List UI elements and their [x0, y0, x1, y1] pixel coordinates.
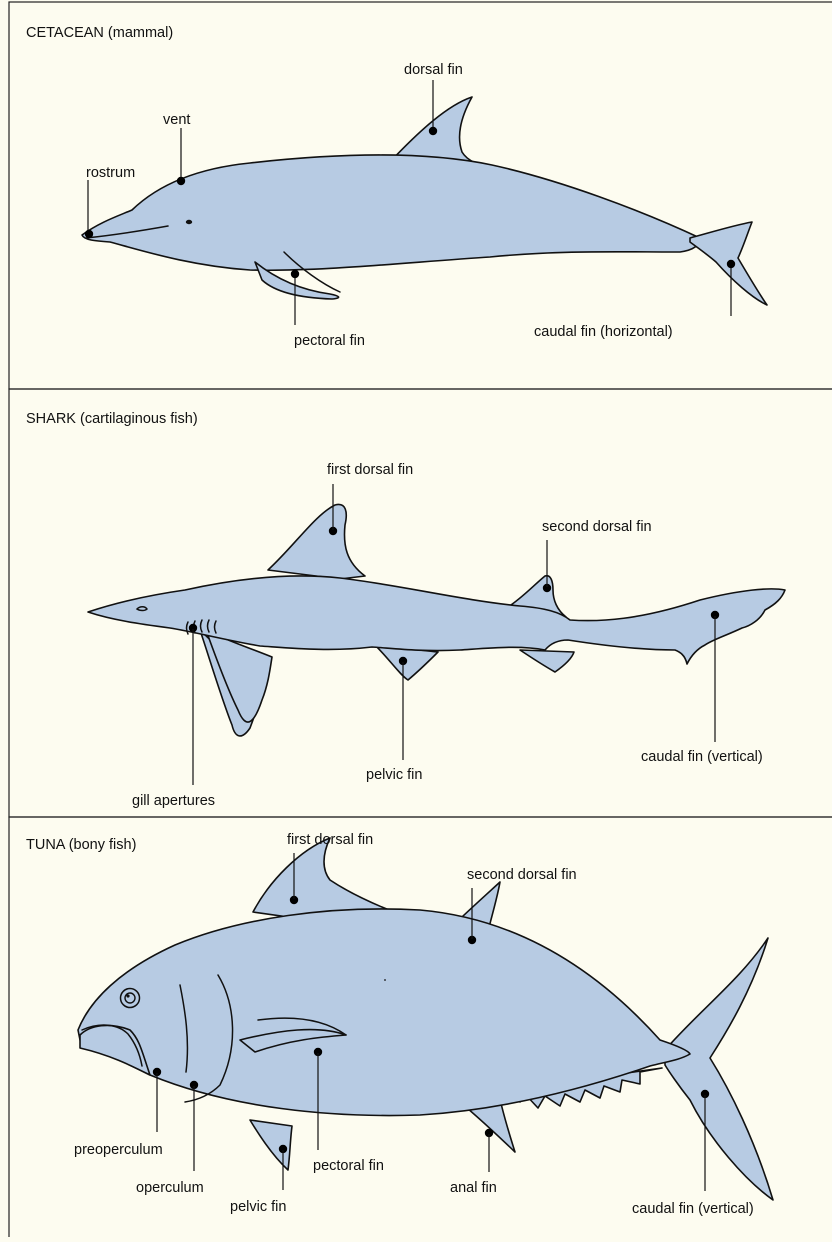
label-gill-apertures: gill apertures [132, 793, 215, 809]
rostrum-marker [85, 230, 93, 238]
label-shark-pelvic-fin: pelvic fin [366, 767, 422, 783]
label-shark-second-dorsal-fin: second dorsal fin [542, 519, 652, 535]
tuna-title: TUNA (bony fish) [26, 837, 136, 853]
vent-marker [177, 177, 185, 185]
label-shark-caudal-fin: caudal fin (vertical) [641, 749, 763, 765]
label-tuna-pectoral-fin: pectoral fin [313, 1158, 384, 1174]
label-tuna-anal-fin: anal fin [450, 1180, 497, 1196]
label-tuna-second-dorsal-fin: second dorsal fin [467, 867, 577, 883]
dolphin-eye [186, 220, 192, 224]
tuna-illustration [78, 838, 773, 1200]
label-rostrum: rostrum [86, 165, 135, 181]
label-shark-first-dorsal-fin: first dorsal fin [327, 462, 413, 478]
dorsal-fin-marker [429, 127, 437, 135]
label-operculum: operculum [136, 1180, 204, 1196]
dolphin-illustration [82, 97, 767, 305]
label-tuna-caudal-fin: caudal fin (vertical) [632, 1201, 754, 1217]
label-tuna-pelvic-fin: pelvic fin [230, 1199, 286, 1215]
label-tuna-first-dorsal-fin: first dorsal fin [287, 832, 373, 848]
dolphin-body [82, 155, 700, 270]
shark-first-dorsal-fin [268, 504, 365, 579]
tuna-eye [121, 989, 140, 1008]
tuna-caudal-fin [665, 938, 773, 1200]
tuna-pelvic-fin [250, 1120, 292, 1170]
shark-title: SHARK (cartilaginous fish) [26, 411, 198, 427]
caudal-fin-horizontal-marker [727, 260, 735, 268]
label-dorsal-fin: dorsal fin [404, 62, 463, 78]
label-caudal-fin-horizontal: caudal fin (horizontal) [534, 324, 673, 340]
shark-anal-fin [520, 650, 574, 672]
label-pectoral-fin: pectoral fin [294, 333, 365, 349]
cetacean-title: CETACEAN (mammal) [26, 25, 173, 41]
label-vent: vent [163, 112, 190, 128]
pectoral-fin-marker [291, 270, 299, 278]
label-preoperculum: preoperculum [74, 1142, 163, 1158]
